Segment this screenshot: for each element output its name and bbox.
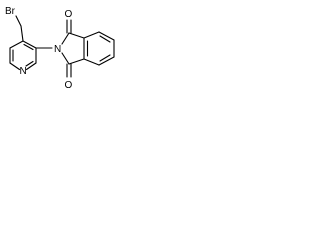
imide-bond-c3-c3a xyxy=(68,58,85,65)
bromomethyl-group xyxy=(15,15,24,42)
chemical-structure-diagram: Br N N O O xyxy=(5,6,115,91)
benzene-bond-c7a-c7 xyxy=(83,31,100,39)
pyridine-double-c4-c3 xyxy=(23,43,34,51)
imide-bond-n-c3 xyxy=(61,52,70,65)
pyridine-bond-n1-c6 xyxy=(9,62,21,71)
bond-ch2-ring xyxy=(20,25,24,42)
pyridine-ring xyxy=(9,40,37,71)
pyridine-bond-c4-c3 xyxy=(22,40,37,49)
benzene-bond-c7-c6 xyxy=(98,31,115,41)
benzene-ring xyxy=(83,31,115,66)
bromine-label: Br xyxy=(5,6,16,17)
benzene-double-c7-c6 xyxy=(99,35,111,43)
pyridine-nitrogen-label: N xyxy=(20,66,27,77)
carbonyl-oxygen-top-label: O xyxy=(65,9,73,20)
pyridine-double-c2-n1 xyxy=(25,60,34,67)
pyridine-bond-c5-c4 xyxy=(9,40,24,49)
imide-ring xyxy=(61,19,85,78)
benzene-double-c5-c4 xyxy=(99,54,111,62)
bond-br-ch2 xyxy=(15,15,22,27)
imide-nitrogen-label: N xyxy=(54,44,61,55)
imide-bond-n-c1 xyxy=(61,32,70,45)
benzene-bond-c5-c4 xyxy=(98,56,115,66)
pyridine-bond-c2-n1 xyxy=(25,62,37,71)
imide-bond-c1-c7a xyxy=(68,32,85,39)
benzene-bond-c4-c3a xyxy=(83,58,100,66)
carbonyl-oxygen-bottom-label: O xyxy=(65,80,73,91)
